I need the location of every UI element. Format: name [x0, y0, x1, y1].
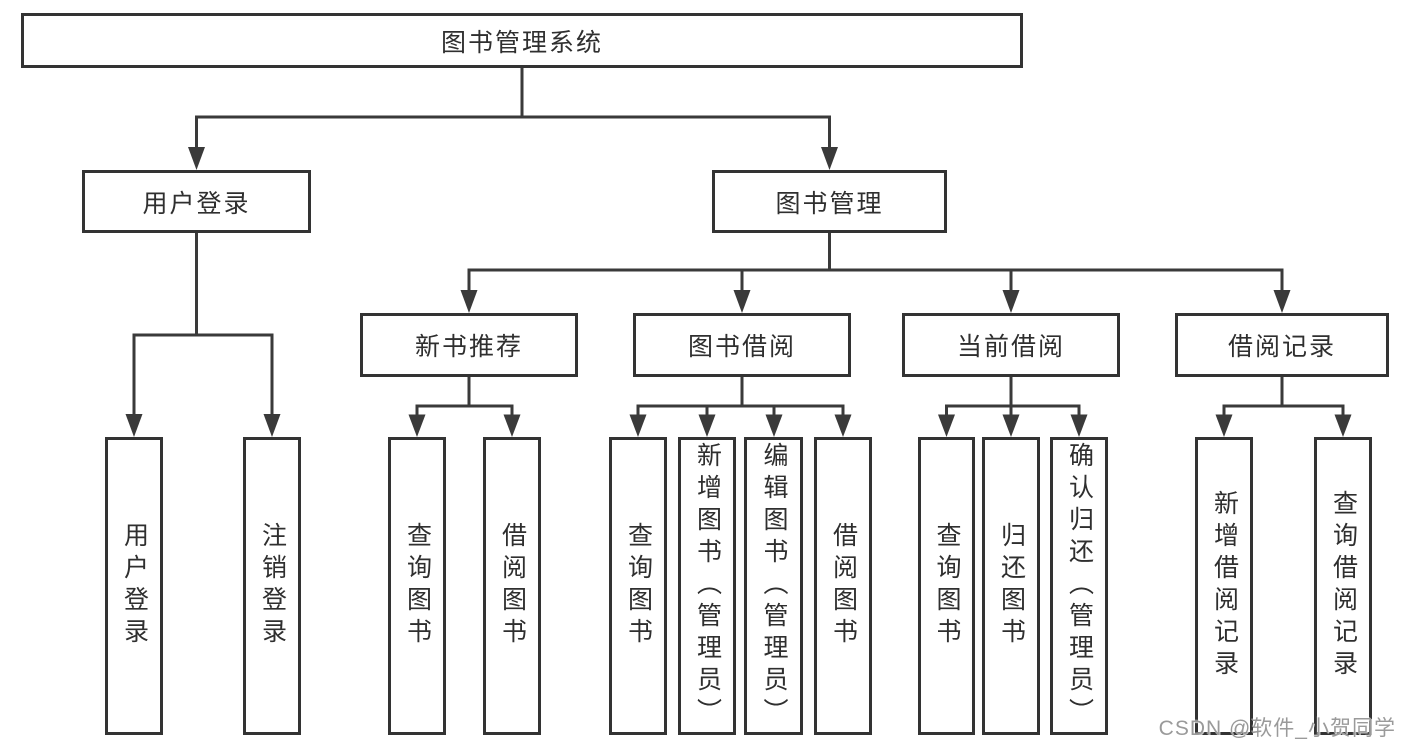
leaf-return-book-label: 归还图书: [997, 522, 1026, 650]
leaf-logout-label: 注销登录: [258, 522, 287, 650]
arrowhead-c1: [629, 414, 647, 437]
node-root: 图书管理系统: [21, 13, 1023, 68]
leaf-add-book-admin-label: 新增图书（管理员）: [693, 442, 722, 730]
node-book-management: 图书管理: [712, 170, 947, 233]
node-book-management-label: 图书管理: [775, 189, 884, 218]
node-book-borrowing-label: 图书借阅: [687, 333, 796, 361]
leaf-query-book-2-label: 查询图书: [624, 522, 653, 650]
node-borrow-records: 借阅记录: [1175, 313, 1389, 377]
arrowhead-borrowing: [733, 290, 751, 313]
leaf-edit-book-admin: 编辑图书（管理员）: [744, 437, 803, 735]
node-root-label: 图书管理系统: [440, 28, 603, 57]
arrowhead-c4: [834, 414, 852, 437]
leaf-query-book-3-label: 查询图书: [933, 522, 961, 650]
leaf-borrow-book-2: 借阅图书: [814, 437, 872, 735]
arrowhead-c2: [698, 414, 716, 437]
leaf-query-book-1: 查询图书: [388, 437, 446, 735]
arrowhead-c3: [765, 414, 783, 437]
arrowhead-d1: [938, 414, 955, 437]
node-new-book-recommend-label: 新书推荐: [414, 333, 523, 361]
node-borrow-records-label: 借阅记录: [1227, 333, 1336, 361]
node-book-borrowing: 图书借阅: [633, 313, 851, 377]
node-user-login-label: 用户登录: [142, 189, 251, 218]
arrowhead-new-book: [460, 290, 478, 313]
leaf-query-borrow-record-label: 查询借阅记录: [1329, 490, 1358, 682]
node-user-login: 用户登录: [82, 170, 311, 233]
leaf-add-borrow-record: 新增借阅记录: [1195, 437, 1253, 735]
arrowhead-b2: [503, 414, 521, 437]
leaf-add-borrow-record-label: 新增借阅记录: [1210, 490, 1239, 682]
csdn-watermark: CSDN @软件_小贺同学: [1158, 717, 1396, 740]
leaf-user-login: 用户登录: [105, 437, 163, 735]
node-current-borrowing: 当前借阅: [902, 313, 1120, 377]
arrowhead-leaf-login: [125, 414, 143, 437]
leaf-borrow-book-2-label: 借阅图书: [829, 522, 858, 650]
leaf-add-book-admin: 新增图书（管理员）: [678, 437, 736, 735]
leaf-confirm-return-admin: 确认归还（管理员）: [1050, 437, 1108, 735]
node-new-book-recommend: 新书推荐: [360, 313, 578, 377]
arrowhead-e1: [1215, 414, 1233, 437]
leaf-borrow-book-1: 借阅图书: [483, 437, 541, 735]
leaf-query-book-2: 查询图书: [609, 437, 667, 735]
leaf-confirm-return-admin-label: 确认归还（管理员）: [1065, 442, 1094, 730]
leaf-query-book-3: 查询图书: [918, 437, 975, 735]
node-current-borrowing-label: 当前借阅: [956, 333, 1065, 361]
arrowhead-d2: [1002, 414, 1020, 437]
arrowhead-current: [1002, 290, 1020, 313]
leaf-logout: 注销登录: [243, 437, 301, 735]
arrowhead-book-mgmt: [821, 147, 838, 170]
arrowhead-user-login: [188, 147, 205, 170]
leaf-edit-book-admin-label: 编辑图书（管理员）: [760, 442, 788, 730]
arrowhead-records: [1273, 290, 1291, 313]
arrowhead-d3: [1070, 414, 1088, 437]
leaf-user-login-label: 用户登录: [120, 522, 149, 650]
leaf-query-book-1-label: 查询图书: [403, 522, 432, 650]
arrowhead-e2: [1334, 414, 1352, 437]
leaf-borrow-book-1-label: 借阅图书: [498, 522, 527, 650]
leaf-query-borrow-record: 查询借阅记录: [1314, 437, 1372, 735]
arrowhead-leaf-logout: [263, 414, 281, 437]
leaf-return-book: 归还图书: [982, 437, 1040, 735]
arrowhead-b1: [408, 414, 426, 437]
